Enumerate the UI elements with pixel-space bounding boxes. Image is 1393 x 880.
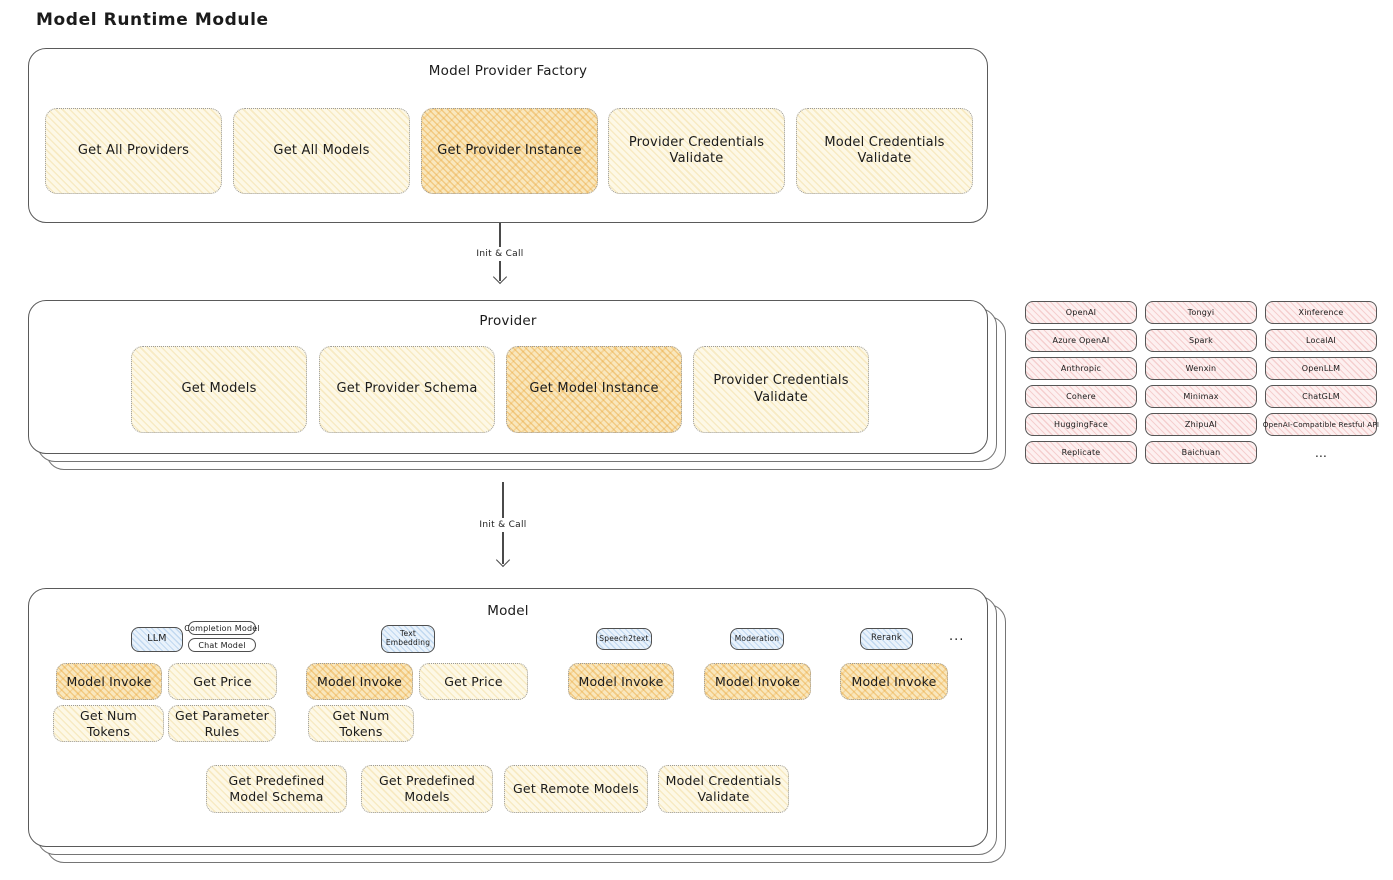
provider-chip-cohere: Cohere — [1025, 385, 1137, 408]
tag-rerank: Rerank — [860, 628, 913, 650]
provider-panel: Provider Get Models Get Provider Schema … — [28, 300, 988, 454]
op-get-remote-models: Get Remote Models — [504, 765, 648, 813]
op-model-invoke-speech2text: Model Invoke — [568, 663, 674, 700]
arrow-factory-to-provider: Init & Call — [460, 223, 540, 285]
op-get-predefined-model-schema: Get Predefined Model Schema — [206, 765, 347, 813]
tag-llm: LLM — [131, 627, 183, 652]
op-model-invoke-text-embedding: Model Invoke — [306, 663, 413, 700]
op-model-credentials-validate: Model Credentials Validate — [796, 108, 973, 194]
op-get-parameter-rules: Get Parameter Rules — [168, 705, 276, 742]
op-get-price-text-embedding: Get Price — [419, 663, 528, 700]
tag-moderation: Moderation — [730, 628, 784, 650]
arrow-line — [499, 261, 501, 281]
factory-panel: Model Provider Factory Get All Providers… — [28, 48, 988, 223]
op-get-provider-schema: Get Provider Schema — [319, 346, 495, 433]
model-title: Model — [487, 603, 529, 619]
op-get-predefined-models: Get Predefined Models — [361, 765, 493, 813]
model-types-more-ellipsis: ... — [949, 629, 965, 644]
op-get-model-instance: Get Model Instance — [506, 346, 682, 433]
op-get-models: Get Models — [131, 346, 307, 433]
provider-chip-tongyi: Tongyi — [1145, 301, 1257, 324]
op-provider-credentials-validate: Provider Credentials Validate — [608, 108, 785, 194]
arrow-line — [502, 532, 504, 564]
provider-chip-chatglm: ChatGLM — [1265, 385, 1377, 408]
provider-chip-replicate: Replicate — [1025, 441, 1137, 464]
op-model-invoke-rerank: Model Invoke — [840, 663, 948, 700]
provider-chip-huggingface: HuggingFace — [1025, 413, 1137, 436]
provider-chip-minimax: Minimax — [1145, 385, 1257, 408]
arrowhead-down-icon — [495, 552, 511, 568]
op-model-invoke-llm: Model Invoke — [56, 663, 162, 700]
arrowhead-down-icon — [492, 269, 508, 285]
provider-chip-zhipuai: ZhipuAI — [1145, 413, 1257, 436]
provider-title: Provider — [479, 313, 537, 329]
providers-more-ellipsis: ... — [1314, 445, 1328, 460]
model-panel: Model LLM Completion Model Chat Model Te… — [28, 588, 988, 847]
provider-chip-openllm: OpenLLM — [1265, 357, 1377, 380]
arrow-line — [502, 482, 504, 518]
page-title: Model Runtime Module — [36, 10, 269, 30]
provider-chip-anthropic: Anthropic — [1025, 357, 1137, 380]
provider-chip-localai: LocalAI — [1265, 329, 1377, 352]
provider-chip-openai: OpenAI — [1025, 301, 1137, 324]
provider-chip-wenxin: Wenxin — [1145, 357, 1257, 380]
tag-text-embedding: Text Embedding — [381, 625, 435, 653]
op-get-num-tokens-text-embedding: Get Num Tokens — [308, 705, 414, 742]
tag-speech2text: Speech2text — [596, 628, 652, 650]
tag-chat-model: Chat Model — [188, 638, 256, 652]
op-get-price-llm: Get Price — [168, 663, 277, 700]
op-get-num-tokens-llm: Get Num Tokens — [53, 705, 164, 742]
op-provider-credentials-validate-2: Provider Credentials Validate — [693, 346, 869, 433]
provider-chip-baichuan: Baichuan — [1145, 441, 1257, 464]
arrow-label-init-call-2: Init & Call — [479, 520, 527, 530]
op-model-credentials-validate-2: Model Credentials Validate — [658, 765, 789, 813]
op-get-all-providers: Get All Providers — [45, 108, 222, 194]
op-get-all-models: Get All Models — [233, 108, 410, 194]
provider-chip-spark: Spark — [1145, 329, 1257, 352]
provider-chip-openai-compatible: OpenAI-Compatible Restful API — [1263, 413, 1379, 436]
arrow-line — [499, 223, 501, 247]
providers-list: OpenAI Tongyi Xinference Azure OpenAI Sp… — [1025, 301, 1379, 464]
provider-chip-xinference: Xinference — [1265, 301, 1377, 324]
factory-title: Model Provider Factory — [428, 63, 588, 79]
op-get-provider-instance: Get Provider Instance — [421, 108, 598, 194]
arrow-label-init-call-1: Init & Call — [476, 249, 524, 259]
provider-chip-azure-openai: Azure OpenAI — [1025, 329, 1137, 352]
arrow-provider-to-model: Init & Call — [463, 482, 543, 568]
tag-completion-model: Completion Model — [184, 621, 260, 635]
op-model-invoke-moderation: Model Invoke — [704, 663, 811, 700]
